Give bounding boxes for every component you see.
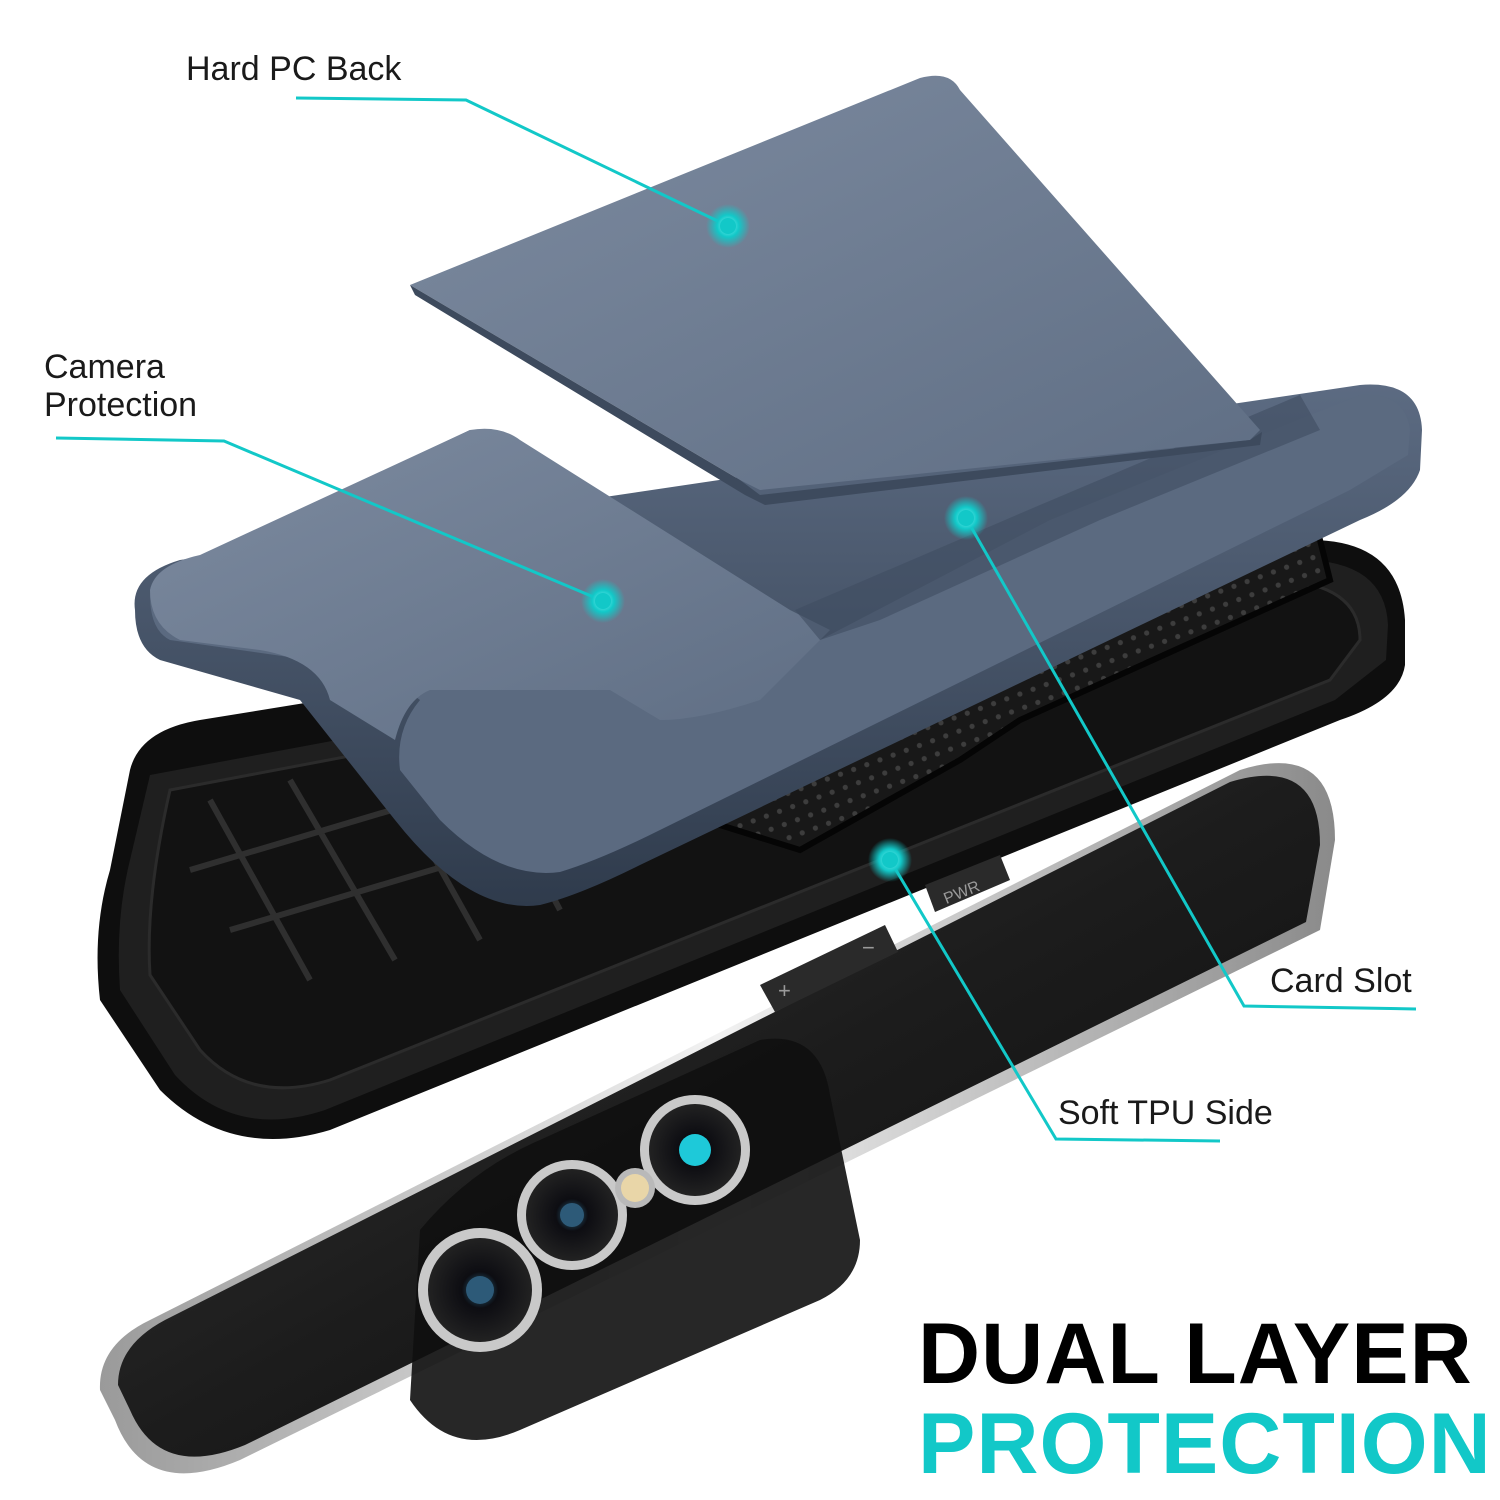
callout-camera-protection-line1: Camera — [44, 348, 165, 386]
hard-pc-frame — [134, 384, 1423, 906]
headline-dual-layer: DUAL LAYER — [918, 1306, 1473, 1402]
camera-flash — [615, 1168, 655, 1208]
camera-lens-1 — [418, 1228, 542, 1352]
volume-down-label: − — [862, 935, 875, 960]
volume-up-label: + — [778, 978, 791, 1003]
callout-card-slot: Card Slot — [1270, 962, 1412, 1000]
headline-protection: PROTECTION — [918, 1396, 1492, 1492]
marker-hard-pc-back — [706, 204, 750, 248]
camera-lens-3 — [640, 1095, 750, 1205]
leader-soft-tpu-side — [888, 859, 1221, 1143]
leader-hard-pc-back — [295, 96, 729, 228]
camera-protection-panel — [150, 428, 830, 740]
side-button-volume: + − — [760, 925, 898, 1012]
phone — [99, 763, 1336, 1474]
marker-camera-protection — [581, 579, 625, 623]
leader-camera-protection — [55, 436, 604, 603]
callout-lines — [55, 96, 1417, 1143]
hard-pc-back-cover — [410, 75, 1262, 505]
leader-card-slot — [964, 517, 1417, 1011]
camera-lens-2 — [517, 1160, 627, 1270]
callout-markers — [581, 204, 988, 882]
marker-soft-tpu-side — [868, 838, 912, 882]
pc-back-plate — [410, 75, 1260, 490]
callout-camera-protection-line2: Protection — [44, 386, 198, 424]
callout-soft-tpu-side: Soft TPU Side — [1058, 1094, 1273, 1132]
pc-frame-window — [795, 395, 1320, 640]
callout-hard-pc-back: Hard PC Back — [186, 50, 402, 88]
pc-back-edge — [410, 285, 1262, 505]
marker-card-slot — [944, 496, 988, 540]
